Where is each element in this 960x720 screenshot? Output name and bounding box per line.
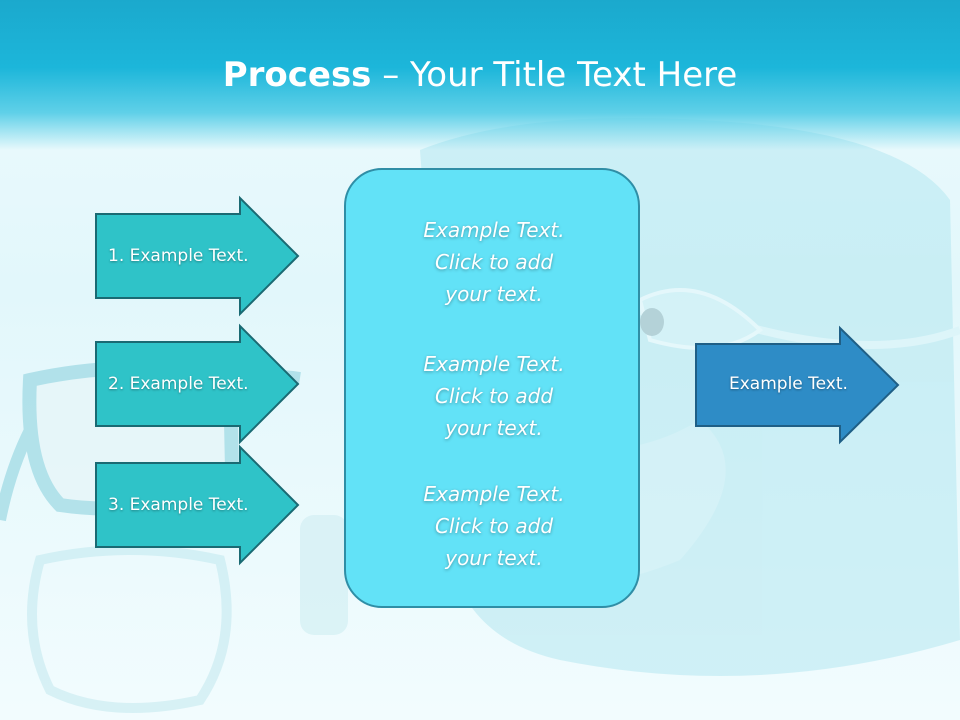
header-band (0, 0, 960, 150)
paragraph-line: Click to add (434, 514, 554, 538)
center-paragraph-3: Example Text. Click to add your text. (346, 478, 642, 574)
left-arrow-3[interactable] (95, 444, 300, 566)
paragraph-line: your text. (445, 282, 543, 306)
left-arrow-3-label: 3. Example Text. (108, 495, 249, 515)
paragraph-line: Example Text. (423, 218, 565, 242)
paragraph-line: your text. (445, 416, 543, 440)
right-arrow-label: Example Text. (729, 374, 848, 394)
title-bold: Process (222, 55, 372, 95)
title-rest: – Your Title Text Here (371, 55, 738, 95)
left-arrow-2[interactable] (95, 323, 300, 445)
slide-title: Process – Your Title Text Here (0, 54, 960, 96)
center-paragraph-2: Example Text. Click to add your text. (346, 348, 642, 444)
paragraph-line: Click to add (434, 384, 554, 408)
paragraph-line: Example Text. (423, 482, 565, 506)
paragraph-line: Example Text. (423, 352, 565, 376)
left-arrow-1-label: 1. Example Text. (108, 246, 249, 266)
left-arrow-1[interactable] (95, 195, 300, 317)
right-arrow[interactable] (695, 325, 900, 445)
paragraph-line: Click to add (434, 250, 554, 274)
center-text-box[interactable]: Example Text. Click to add your text. Ex… (344, 168, 640, 608)
center-paragraph-1: Example Text. Click to add your text. (346, 214, 642, 310)
paragraph-line: your text. (445, 546, 543, 570)
left-arrow-2-label: 2. Example Text. (108, 374, 249, 394)
